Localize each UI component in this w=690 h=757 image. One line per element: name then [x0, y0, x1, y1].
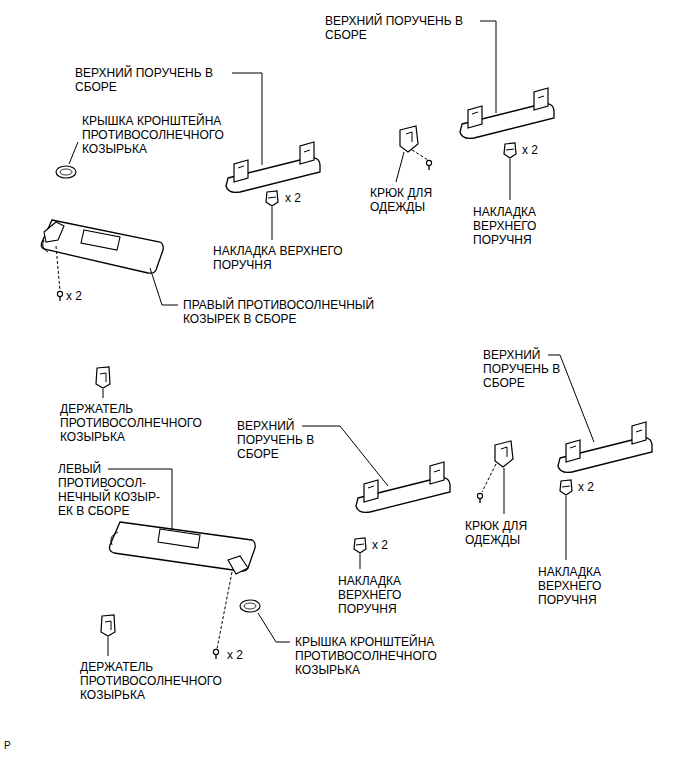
sun-visor	[41, 220, 163, 273]
grip-cover-clip	[266, 191, 278, 206]
part-name: НАКЛАДКА ВЕРХНЕГО ПОРУЧНЯ	[213, 244, 378, 272]
screw-path	[56, 246, 60, 291]
part-name: ВЕРХНИЙ ПОРУЧЕНЬ В СБОРЕ	[237, 419, 332, 461]
quantity-mark: x 2	[227, 648, 243, 662]
screw	[426, 160, 431, 170]
screw	[57, 291, 62, 301]
sun-visor	[158, 529, 200, 548]
bracket-cover	[240, 600, 260, 612]
coat-hook	[495, 441, 513, 467]
part-name: НАКЛАДКА ВЕРХНЕГО ПОРУЧНЯ	[338, 574, 423, 616]
grip-cover-clip	[504, 143, 516, 158]
sun-visor	[81, 230, 120, 250]
bracket-cover	[244, 603, 256, 609]
part-name: ВЕРХНИЙ ПОРУЧЕНЬ В СБОРЕ	[75, 66, 240, 94]
leader-line	[232, 73, 262, 165]
assist-grip	[356, 462, 450, 512]
part-name: КРЫШКА КРОНШТЕЙНА ПРОТИВОСОЛНЕЧНОГО КОЗЫ…	[295, 635, 445, 677]
leader-line	[69, 142, 78, 164]
grip-cover-clip	[560, 480, 572, 495]
part-name: ВЕРХНИЙ ПОРУЧЕНЬ В СБОРЕ	[483, 348, 578, 390]
coat-hook	[400, 126, 418, 152]
part-name: ПРАВЫЙ ПРОТИВОСОЛНЕЧНЫЙ КОЗЫРЕК В СБОРЕ	[183, 298, 413, 326]
assist-grip	[226, 142, 320, 192]
sun-visor	[41, 220, 163, 273]
leader-line	[504, 468, 505, 514]
assist-grip	[558, 422, 652, 472]
assist-grip	[558, 422, 652, 472]
part-name: НАКЛАДКА ВЕРХНЕГО ПОРУЧНЯ	[538, 565, 623, 607]
leader-line	[69, 21, 594, 656]
figure-code: P	[4, 739, 11, 753]
part-name: ДЕРЖАТЕЛЬ ПРОТИВОСОЛНЕЧНОГО КОЗЫРЬКА	[80, 660, 230, 702]
leader-line	[510, 159, 511, 200]
visor-holder	[96, 367, 110, 388]
leader-line	[258, 613, 290, 642]
leader-line	[272, 207, 273, 240]
assist-grip	[226, 142, 320, 192]
screw-path	[56, 246, 60, 291]
bracket-cover	[56, 166, 76, 178]
sun-visor	[228, 556, 248, 574]
assist-grip	[460, 88, 554, 138]
quantity-mark: x 2	[578, 480, 594, 494]
screw-path	[217, 572, 232, 649]
part-name: КРЮК ДЛЯ ОДЕЖДЫ	[370, 186, 460, 214]
quantity-mark: x 2	[285, 191, 301, 205]
quantity-mark: x 2	[66, 289, 82, 303]
grip-cover-clip	[560, 480, 572, 495]
screw	[426, 160, 431, 170]
bracket-cover	[56, 166, 76, 178]
leader-line	[480, 21, 496, 113]
grip-cover-clip	[354, 538, 366, 553]
part-name: КРЫШКА КРОНШТЕЙНА ПРОТИВОСОЛНЕЧНОГО КОЗЫ…	[82, 114, 232, 156]
part-name: ВЕРХНИЙ ПОРУЧЕНЬ В СБОРЕ	[325, 14, 490, 42]
part-name: КРЮК ДЛЯ ОДЕЖДЫ	[465, 519, 555, 547]
sun-visor	[44, 222, 64, 242]
part-name: ЛЕВЫЙ ПРОТИВОСОЛ- НЕЧНЫЙ КОЗЫР- ЕК В СБО…	[58, 462, 166, 518]
part-name: ДЕРЖАТЕЛЬ ПРОТИВОСОЛНЕЧНОГО КОЗЫРЬКА	[60, 402, 210, 444]
assist-grip	[460, 88, 554, 138]
grip-cover-clip	[354, 538, 366, 553]
screw	[477, 493, 482, 503]
quantity-mark: x 2	[372, 538, 388, 552]
assist-grip	[356, 462, 450, 512]
screw	[57, 291, 62, 301]
leader-line	[566, 496, 567, 560]
coat-hook	[400, 126, 418, 152]
leader-line	[396, 152, 404, 182]
sun-visor	[110, 522, 256, 574]
leader-line	[360, 554, 361, 569]
quantity-mark: x 2	[522, 143, 538, 157]
visor-holder	[96, 367, 110, 388]
bracket-cover	[240, 600, 260, 612]
coat-hook	[495, 441, 513, 467]
leader-line	[302, 426, 388, 486]
sun-visor	[43, 240, 48, 252]
visor-holder	[101, 615, 115, 636]
sun-visor	[111, 532, 118, 545]
screw-path	[217, 572, 232, 649]
leader-line	[150, 268, 178, 305]
screw	[213, 649, 218, 659]
leader-line	[103, 389, 104, 398]
bracket-cover	[60, 169, 72, 175]
leader-line	[108, 637, 109, 656]
part-name: НАКЛАДКА ВЕРХНЕГО ПОРУЧНЯ	[473, 205, 558, 247]
grip-cover-clip	[504, 143, 516, 158]
screw	[213, 649, 218, 659]
visor-holder	[101, 615, 115, 636]
grip-cover-clip	[266, 191, 278, 206]
screw	[477, 493, 482, 503]
